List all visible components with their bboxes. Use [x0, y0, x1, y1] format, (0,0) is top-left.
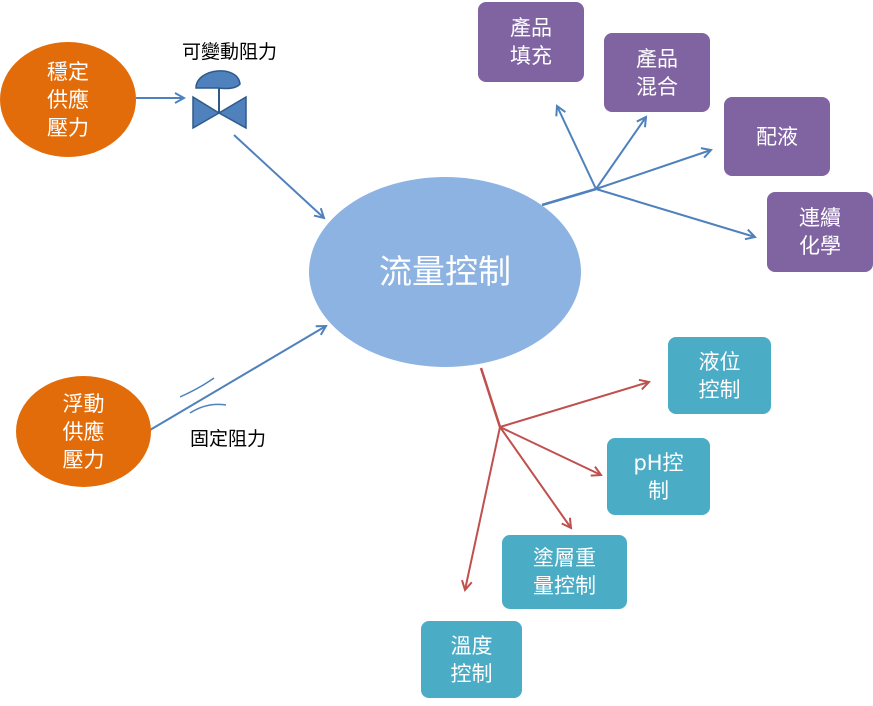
arrow-center-branch: [541, 187, 597, 207]
arrow-center-red-branch: [479, 367, 502, 428]
valve-icon: [192, 70, 247, 130]
fixed-resistor-symbol: [179, 377, 227, 414]
arrow-to-ph-control: [499, 426, 601, 475]
arrow-to-dispensing: [595, 150, 711, 190]
fixed-resistance-label: 固定阻力: [190, 428, 267, 450]
arrow-floating-to-center: [149, 326, 326, 431]
arrow-to-continuous-chemistry: [595, 188, 755, 237]
arrow-to-product-filling: [557, 106, 597, 190]
arrow-to-product-mixing: [595, 117, 646, 190]
control-node: 液位 控制: [668, 337, 771, 414]
arrow-to-level-control: [499, 382, 649, 428]
application-node: 連續 化學: [767, 192, 873, 272]
arrow-to-temperature-control: [465, 426, 501, 590]
floating-supply-pressure-node: 浮動 供應 壓力: [16, 376, 151, 487]
application-node: 配液: [724, 97, 830, 176]
arrow-valve-to-center: [233, 134, 324, 218]
application-node: 產品 填充: [478, 2, 584, 82]
flow-control-center-node: 流量控制: [309, 177, 581, 367]
control-node: 溫度 控制: [421, 621, 522, 698]
application-node: 產品 混合: [604, 33, 710, 112]
variable-resistance-label: 可變動阻力: [182, 41, 278, 63]
control-node: pH控 制: [607, 438, 710, 515]
stable-supply-pressure-node: 穩定 供應 壓力: [0, 42, 136, 157]
control-node: 塗層重 量控制: [502, 535, 627, 609]
arrow-to-coating-control: [499, 426, 571, 528]
